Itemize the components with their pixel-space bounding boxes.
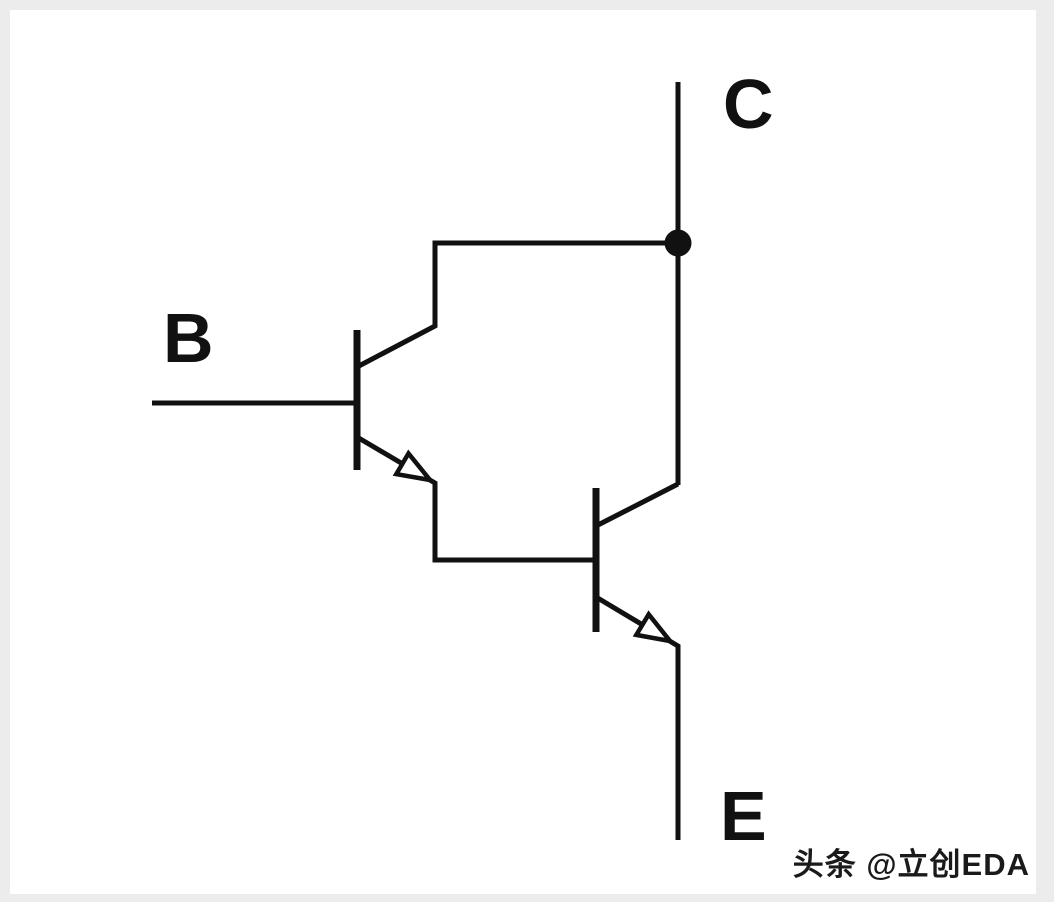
terminal-label-base: B bbox=[163, 299, 214, 377]
schematic-canvas bbox=[10, 10, 1036, 894]
q2-emitter-wire bbox=[594, 594, 681, 840]
watermark: 头条 @立创EDA bbox=[792, 847, 1030, 882]
q2-collector-wire bbox=[594, 481, 680, 529]
terminal-label-collector: C bbox=[723, 65, 774, 143]
junction-dot-icon bbox=[664, 229, 692, 257]
q2-emitter-arrow-icon bbox=[632, 610, 676, 645]
q1-emitter-wire bbox=[355, 434, 593, 563]
terminal-label-emitter: E bbox=[720, 777, 767, 855]
q1-collector-wire bbox=[355, 240, 678, 370]
q1-emitter-arrow-icon bbox=[392, 449, 436, 484]
